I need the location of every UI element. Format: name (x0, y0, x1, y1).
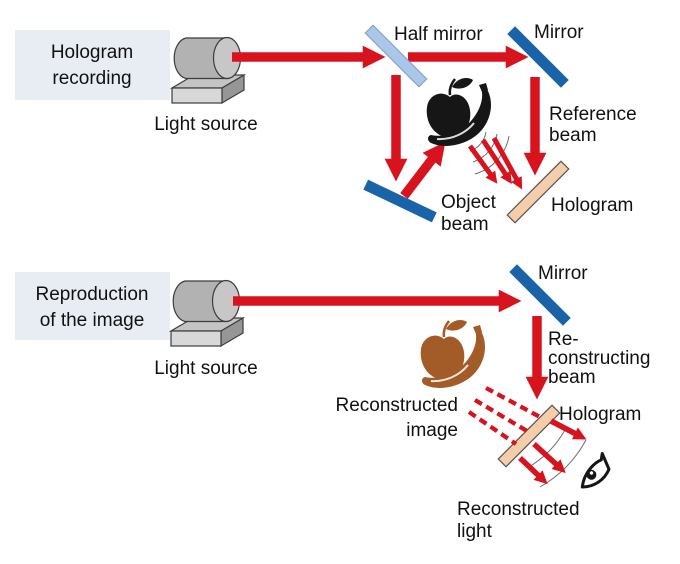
reproduction-title-line1: Reproduction (35, 284, 148, 305)
scattered-light-arrow (480, 138, 512, 185)
reproduction-section: Reproduction of the image Light source M… (15, 263, 650, 542)
reconstructed-image-label-line1: Reconstructed (335, 395, 458, 416)
observer-eye-icon (580, 452, 611, 489)
lower-mirror-bar (363, 179, 437, 223)
apple-banana-image-icon (419, 318, 487, 390)
reconstructed-light-arrow (518, 456, 548, 485)
object-beam-arrow (400, 141, 446, 199)
recording-title-line2: recording (52, 68, 131, 89)
object-beam-label-line2: beam (441, 214, 489, 235)
apple-banana-silhouette-icon (425, 76, 493, 148)
half-mirror-label: Half mirror (394, 24, 483, 45)
scattered-light-arrow (467, 144, 498, 184)
reference-beam-label-line2: beam (549, 125, 597, 146)
reproduction-title-box (15, 272, 170, 340)
reconstructing-beam-label-line3: beam (548, 367, 596, 388)
recording-title-box (15, 30, 170, 100)
mirror-label: Mirror (538, 263, 588, 284)
hologram-label: Hologram (559, 404, 641, 425)
laser-light-source-icon (171, 36, 245, 104)
light-source-label: Light source (154, 114, 258, 135)
recording-section: Hologram recording Light source Half mir… (15, 22, 637, 235)
wavefront-arc (539, 439, 587, 488)
reconstructed-light-label-line1: Reconstructed (457, 499, 580, 520)
virtual-image-ray-dashed (484, 386, 542, 419)
laser-light-source-icon (170, 279, 244, 347)
virtual-image-ray-dashed (473, 398, 529, 433)
reference-beam-label-line1: Reference (549, 104, 637, 125)
recording-title-line1: Hologram (51, 42, 133, 63)
mirror-label: Mirror (534, 22, 584, 43)
reconstructed-light-arrow (532, 441, 566, 474)
reconstructing-beam-label-line1: Re- (548, 329, 579, 350)
scattered-light-arrow (491, 136, 523, 190)
light-source-label: Light source (154, 358, 258, 379)
hologram-label: Hologram (551, 195, 633, 216)
reconstructing-beam-label-line2: constructing (548, 348, 650, 369)
virtual-image-ray-dashed (467, 410, 518, 446)
reconstructed-image-label-line2: image (406, 420, 458, 441)
object-beam-label-line1: Object (441, 192, 497, 213)
reconstructed-light-arrow (549, 418, 587, 440)
reconstructed-light-label-line2: light (457, 521, 493, 542)
reproduction-title-line2: of the image (40, 310, 145, 331)
